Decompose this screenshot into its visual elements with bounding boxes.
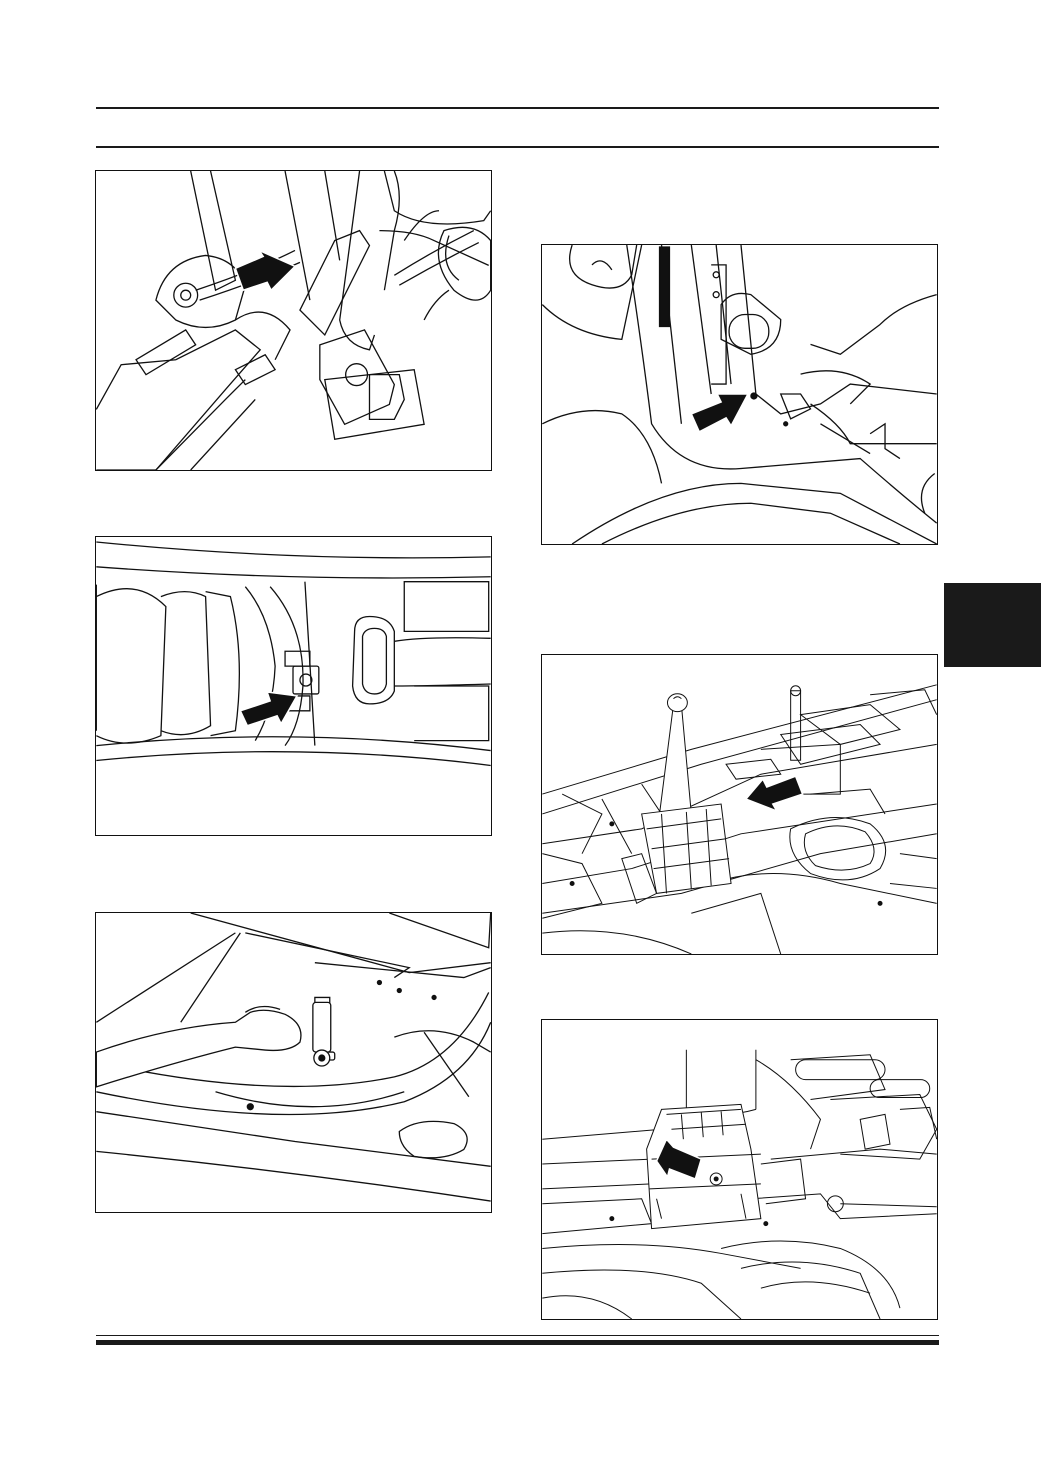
- arrow-right-icon: [235, 250, 295, 290]
- figure-pillar-fixing: [541, 244, 938, 545]
- figure-gear-lever: [541, 654, 938, 955]
- arrow-right-icon: [657, 1139, 702, 1179]
- arrow-left-icon: [746, 776, 803, 811]
- arrow-right-icon: [691, 394, 748, 432]
- figure-bracket-nut: [95, 536, 492, 836]
- section-tab: [944, 583, 1041, 667]
- figure-selector-housing: [541, 1019, 938, 1320]
- footer-rule-thick: [96, 1340, 939, 1345]
- figure-cable-bracket: [95, 170, 492, 471]
- figure-ratchet-wrench: [95, 912, 492, 1213]
- header-rule-top: [96, 107, 939, 109]
- header-rule-bottom: [96, 146, 939, 148]
- footer-rule-thin: [96, 1335, 939, 1336]
- arrow-right-icon: [240, 692, 297, 726]
- wrench-icon: [313, 1002, 331, 1066]
